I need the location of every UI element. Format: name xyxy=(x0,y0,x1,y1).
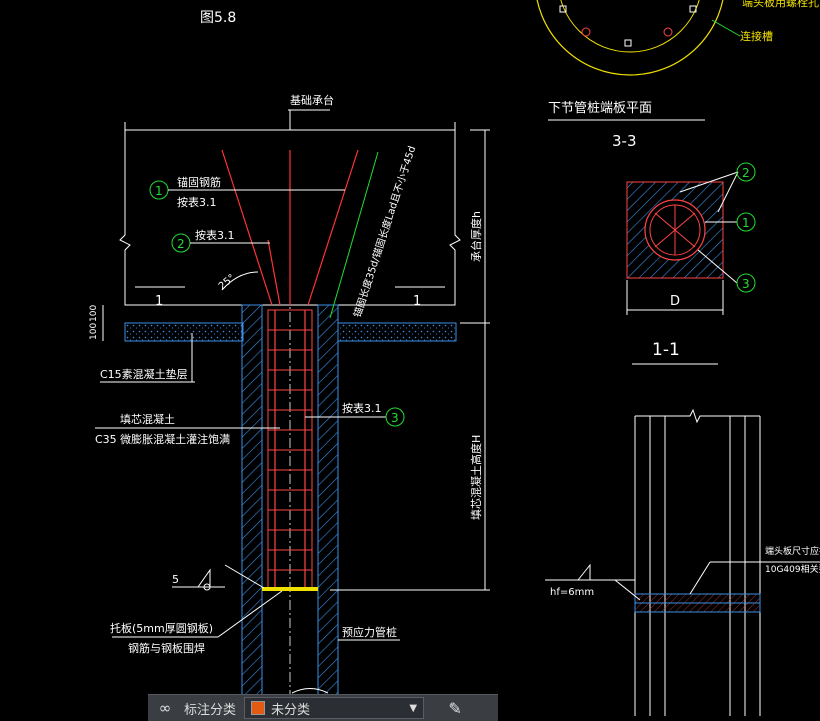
weld-size-arrow xyxy=(614,579,641,601)
dim-100b: 100 xyxy=(89,323,99,340)
anchor-bar-right-outer xyxy=(307,149,359,306)
callout-3-circle[interactable] xyxy=(385,407,405,427)
pile-wall-right xyxy=(317,304,339,696)
top-label-1: 端头板用螺栓孔 xyxy=(742,0,819,9)
bottom-plate-arrow xyxy=(217,590,283,638)
section-mark-right: 1 xyxy=(413,294,421,309)
callout-2: 2 xyxy=(177,237,185,251)
weld-mark-circle xyxy=(203,583,211,591)
anchor-length-note: 锚固长度35d/锚固长度Lad且不小于45d xyxy=(350,144,418,319)
pile-bottom-arc xyxy=(291,688,329,694)
anchor-length-dim xyxy=(329,151,379,319)
annotation-category-label: 标注分类 xyxy=(184,702,237,718)
end-plate-2: 10G409相关要求 xyxy=(765,563,820,575)
dim-d: D xyxy=(670,294,680,309)
cushion-label: C15素混凝土垫层 xyxy=(100,367,188,381)
pile-wall-left xyxy=(241,304,263,696)
weld-mark-flag xyxy=(197,568,211,588)
anchor-bar-left-inner xyxy=(267,239,281,306)
cap-label: 基础承台 xyxy=(290,93,334,107)
category-color-swatch xyxy=(251,701,266,715)
section-mark-left: 1 xyxy=(155,294,163,309)
end-plate-1: 端头板尺寸应符合 xyxy=(765,545,820,557)
pile-elevation xyxy=(634,408,761,716)
weld-mark-arrow xyxy=(224,564,265,589)
link-icon[interactable]: ∞ xyxy=(158,699,172,717)
core-concrete-1: 填芯混凝土 xyxy=(120,412,175,426)
dim-100a: 100 xyxy=(89,305,99,322)
cushion-left xyxy=(124,322,244,342)
sec-callout-1-circle[interactable] xyxy=(736,212,756,232)
sec-callout-3-circle[interactable] xyxy=(736,273,756,293)
annotation-toolbar: ∞ 标注分类 未分类 ▼ ✎ xyxy=(148,694,498,721)
top-label-2: 连接槽 xyxy=(740,30,773,43)
core-height-label: 填芯混凝土高度H xyxy=(469,435,483,520)
cap-height-label: 承台厚度h xyxy=(469,211,483,262)
sec-callout-2: 2 xyxy=(742,166,750,180)
sec-callout-2-leader xyxy=(679,171,739,193)
per-table-1: 按表3.1 xyxy=(177,195,217,209)
weld-size: hf=6mm xyxy=(550,587,594,598)
end-plate-leader xyxy=(689,561,711,595)
core-concrete-2: C35 微膨胀混凝土灌注饱满 xyxy=(95,432,230,446)
angle-arc xyxy=(221,271,259,291)
chevron-down-icon: ▼ xyxy=(409,702,418,714)
edit-icon[interactable]: ✎ xyxy=(448,698,462,718)
pipe-pile: 预应力管桩 xyxy=(342,625,397,639)
weld-size-flag xyxy=(577,563,591,581)
anchor-bar-label: 锚固钢筋 xyxy=(177,175,221,189)
callout-1: 1 xyxy=(155,184,163,198)
bottom-plate-1: 托板(5mm厚圆钢板) xyxy=(110,621,213,635)
selected-category: 未分类 xyxy=(271,702,311,718)
sec-callout-2-circle[interactable] xyxy=(736,162,756,182)
sec-callout-3: 3 xyxy=(742,277,750,291)
section-cross xyxy=(654,205,696,255)
weld-mark: 5 xyxy=(172,573,179,586)
per-table-3: 按表3.1 xyxy=(342,401,382,415)
sec-callout-2-leader-b xyxy=(717,171,739,213)
end-plate-ring xyxy=(536,0,724,76)
sec-callout-1: 1 xyxy=(742,216,750,230)
per-table-2: 按表3.1 xyxy=(195,228,235,242)
plan-section: 3-3 xyxy=(612,132,637,150)
plan-title: 下节管桩端板平面 xyxy=(548,101,652,116)
angle-label: 25° xyxy=(217,272,238,292)
anchor-bar-left-outer xyxy=(221,149,273,306)
callout-3: 3 xyxy=(391,411,399,425)
bottom-plate xyxy=(262,587,318,591)
sec-callout-3-leader xyxy=(697,249,738,284)
bottom-plate-2: 钢筋与钢板围焊 xyxy=(128,641,205,655)
cushion-right xyxy=(337,322,457,342)
figure-title: 图5.8 xyxy=(200,10,236,26)
top-label-leader xyxy=(711,19,741,37)
sec-title: 1-1 xyxy=(652,340,680,360)
